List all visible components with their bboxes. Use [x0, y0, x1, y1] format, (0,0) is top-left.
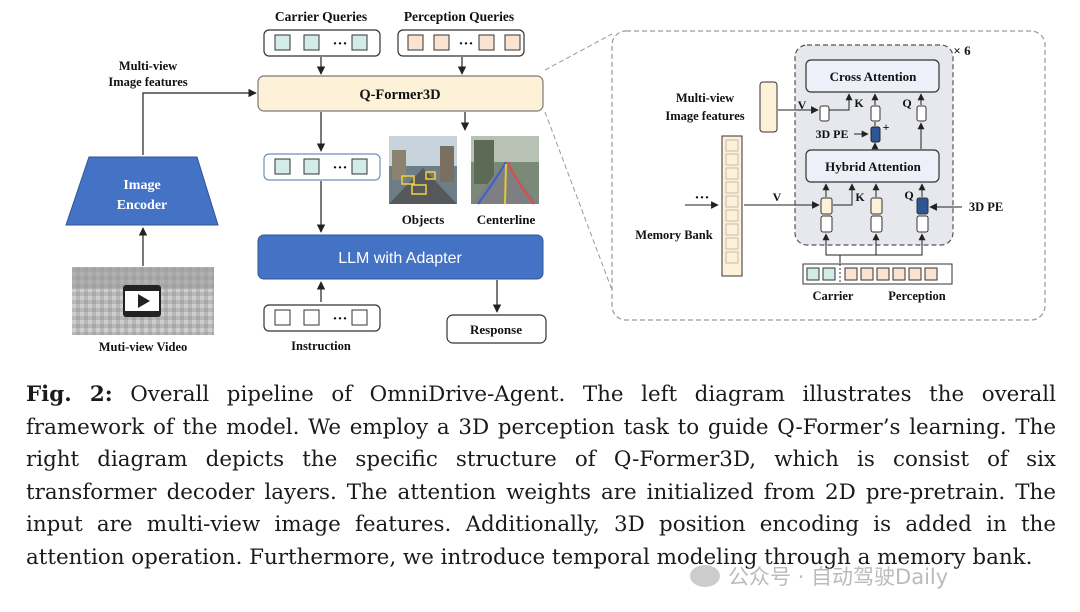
v-label: V [798, 98, 807, 112]
k-label: K [855, 190, 865, 204]
instruction-token [274, 309, 291, 326]
perception-query-tokens: ··· [397, 29, 525, 57]
up-arrow-icon [822, 233, 841, 263]
q-label: Q [904, 188, 913, 202]
caption-text: Overall pipeline of OmniDrive-Agent. The… [26, 382, 1056, 570]
hybrid-attention-label: Hybrid Attention [825, 159, 921, 174]
response-label: Response [470, 322, 522, 337]
objects-label: Objects [402, 212, 445, 227]
carrier-token [303, 158, 320, 175]
perception-token [504, 34, 521, 51]
pe-token [870, 126, 881, 143]
watermark: 公众号 · 自动驾驶Daily [690, 561, 948, 591]
multiview-video-thumbnail [72, 267, 214, 335]
k-token [870, 105, 881, 122]
q-label: Q [902, 96, 911, 110]
multiview-features-label: Multi-view [676, 91, 734, 105]
image-encoder-label: Encoder [117, 198, 168, 213]
carrier-label: Carrier [813, 289, 854, 303]
carrier-token [351, 158, 368, 175]
pe-3d-label: 3D PE [816, 127, 849, 141]
perception-token [407, 34, 424, 51]
multiview-features-label: Image features [108, 75, 187, 89]
centerline-image [471, 136, 539, 205]
llm-label: LLM with Adapter [338, 250, 462, 267]
up-arrow-icon [833, 183, 856, 206]
hybrid-attention-block [805, 149, 940, 183]
memory-bank-stack [721, 135, 743, 277]
output-query-tokens: ··· [263, 153, 381, 181]
qformer3d-label: Q-Former3D [359, 87, 440, 103]
video-label: Muti-view Video [99, 340, 188, 354]
multiview-features-label: Image features [665, 109, 744, 123]
qformer3d-block [257, 75, 544, 112]
image-encoder-block [65, 156, 219, 226]
carrier-queries-label: Carrier Queries [275, 9, 367, 24]
cross-attention-block [805, 59, 940, 93]
plus-sign: + [883, 120, 890, 134]
perception-label: Perception [888, 289, 945, 303]
carrier-token [303, 34, 320, 51]
cross-attention-label: Cross Attention [830, 69, 918, 84]
figure-caption: Fig. 2: Overall pipeline of OmniDrive-Ag… [26, 379, 1056, 575]
instruction-tokens: ··· [263, 304, 381, 332]
q-token [916, 105, 927, 122]
caption-label: Fig. 2: [26, 382, 113, 407]
zoom-connector [544, 111, 613, 291]
wechat-icon [690, 565, 720, 587]
memory-bank-label: Memory Bank [635, 228, 712, 242]
carrier-token [351, 34, 368, 51]
instruction-token [303, 309, 320, 326]
perception-queries-label: Perception Queries [404, 9, 514, 24]
pe-3d-label: 3D PE [969, 200, 1003, 214]
carrier-token [274, 158, 291, 175]
carrier-token [274, 34, 291, 51]
perception-token [478, 34, 495, 51]
k-label: K [854, 96, 864, 110]
v-label: V [773, 190, 782, 204]
up-arrow-icon [829, 93, 853, 111]
instruction-token [351, 309, 368, 326]
k-token-pair [870, 197, 883, 233]
v-token [819, 105, 830, 122]
query-token-bar [802, 263, 953, 285]
perception-token [433, 34, 450, 51]
repeat-label: × 6 [953, 43, 971, 58]
image-feature-token [759, 81, 778, 133]
carrier-query-tokens: ··· [263, 29, 381, 57]
right-arrow-icon [142, 88, 257, 155]
watermark-text: 公众号 · 自动驾驶Daily [728, 565, 949, 589]
q-token-pair [916, 197, 929, 233]
ellipsis: ··· [458, 36, 473, 52]
ellipsis: ··· [332, 36, 347, 52]
play-icon [138, 294, 150, 308]
image-encoder-label: Image [123, 178, 160, 193]
zoom-connector [544, 33, 613, 71]
instruction-label: Instruction [291, 339, 351, 353]
up-arrow-icon [876, 233, 926, 256]
centerline-label: Centerline [477, 212, 536, 227]
multiview-features-label: Multi-view [119, 59, 177, 73]
llm-block [257, 234, 544, 280]
v-token-pair [820, 197, 833, 233]
objects-image [389, 136, 457, 204]
ellipsis: ··· [332, 160, 347, 176]
ellipsis: ··· [332, 311, 347, 327]
ellipsis: ··· [694, 190, 709, 206]
response-block [446, 314, 547, 344]
pipeline-figure: Carrier Queries Perception Queries ··· ·… [65, 9, 1046, 354]
